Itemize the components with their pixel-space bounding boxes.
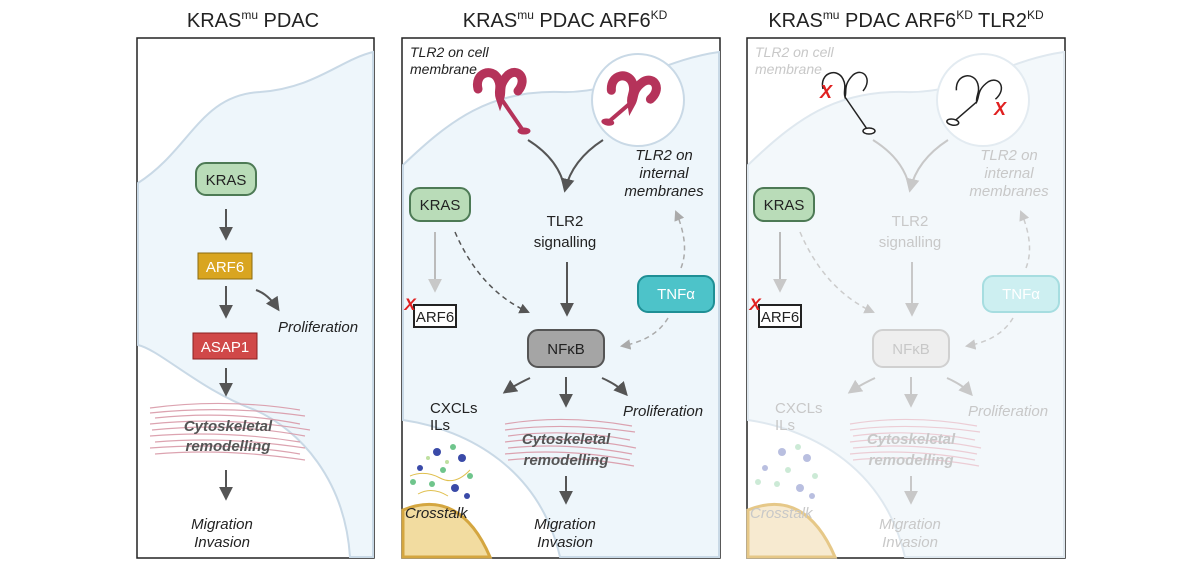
arrow-tnfa-nfkb-2 [619, 317, 669, 350]
kras-label-1: KRAS [206, 172, 247, 189]
tnfa-node-2 [637, 275, 715, 313]
actin-filaments-1 [149, 402, 311, 461]
arrow-nfkb-cxcl-3 [847, 377, 876, 394]
knockout-mark-arf6-3: X [748, 295, 762, 314]
cxcls-label-3: CXCLs [775, 400, 823, 417]
tlr2-sig-label-2a: TLR2 [547, 213, 584, 230]
nfkb-node-3 [872, 329, 950, 368]
arf6-label-2: ARF6 [416, 309, 454, 326]
invasion-label-3: Invasion [882, 534, 938, 551]
invasion-label-1: Invasion [194, 534, 250, 551]
nfkb-label-2: NFκB [547, 341, 585, 358]
nfkb-label-3: NFκB [892, 341, 930, 358]
arrow-nfkb-prolif-2 [601, 377, 628, 397]
nfkb-node-2 [527, 329, 605, 368]
kras-node-3 [753, 187, 815, 222]
arrow-nfkb-cxcl-2 [502, 377, 531, 394]
arrow-kras-nfkb-2 [454, 231, 530, 314]
arrow-nfkb-prolif-3 [946, 377, 973, 397]
tlr2-int-label-3b: internal [984, 165, 1034, 182]
ils-label-3: ILs [775, 417, 795, 434]
panel-2: KRASmu PDAC ARF6KD TLR2 on cell membrane… [401, 8, 721, 559]
knockout-mark-tlr2-int: X [993, 99, 1007, 119]
proliferation-label-2: Proliferation [623, 403, 703, 420]
invasion-label-2: Invasion [537, 534, 593, 551]
nucleus-2 [401, 502, 493, 559]
actin-filaments-3 [849, 418, 982, 467]
migration-label-2: Migration [534, 516, 596, 533]
arf6-node-2 [413, 304, 457, 328]
kras-node-2 [409, 187, 471, 222]
arf6-label-3: ARF6 [761, 309, 799, 326]
cyto-label-3a: Cytoskeletal [867, 431, 956, 448]
endosome-3 [936, 53, 1030, 147]
proliferation-label-1: Proliferation [278, 319, 358, 336]
tlr2-sig-label-3b: signalling [879, 234, 942, 251]
tlr2-int-label-3a: TLR2 on [980, 147, 1038, 164]
actin-filaments-2 [504, 418, 637, 467]
crosstalk-label-2: Crosstalk [405, 505, 469, 522]
tlr2-sig-label-3a: TLR2 [892, 213, 929, 230]
proliferation-label-3: Proliferation [968, 403, 1048, 420]
tlr2-receptor-internal-3-outline [946, 75, 1003, 127]
tlr2-cell-label-3a: TLR2 on cell [755, 44, 834, 60]
tlr2-cell-label-3b: membrane [755, 61, 822, 77]
cytokine-dots-2 [409, 444, 473, 499]
cyto-label-1b: remodelling [185, 438, 270, 455]
panel-1: KRASmu PDAC KRAS ARF6 Proliferation ASAP… [136, 8, 375, 559]
arrow-tnfa-nfkb-3 [964, 317, 1014, 350]
cyto-label-3b: remodelling [868, 452, 953, 469]
panel-1-title: KRASmu PDAC [187, 8, 319, 32]
tlr2-cell-label-2b: membrane [410, 61, 477, 77]
tnfa-node-3 [982, 275, 1060, 313]
ils-label-2: ILs [430, 417, 450, 434]
kras-node-1 [195, 162, 257, 196]
kras-label-3: KRAS [764, 197, 805, 214]
arf6-node-3 [758, 304, 802, 328]
knockout-mark-arf6-2: X [403, 295, 417, 314]
tlr2-int-label-2c: membranes [624, 183, 704, 200]
cxcls-label-2: CXCLs [430, 400, 478, 417]
tlr2-receptor-cell-3-outline [821, 71, 876, 135]
asap1-node [192, 332, 258, 360]
arf6-node-1 [197, 252, 253, 280]
asap1-label: ASAP1 [201, 339, 249, 356]
knockout-mark-tlr2-cell: X [819, 82, 833, 102]
panel-2-title: KRASmu PDAC ARF6KD [463, 8, 668, 32]
cytokine-dots-3 [755, 444, 818, 499]
tlr2-int-label-3c: membranes [969, 183, 1049, 200]
arrow-tnfa-internal-2 [674, 210, 686, 269]
arrow-tlr2-merge-right [560, 139, 604, 193]
nucleus-3 [746, 502, 838, 559]
kras-label-2: KRAS [420, 197, 461, 214]
arrow-tnfa-internal-3 [1019, 210, 1031, 269]
arrow-arf6-proliferation [255, 289, 280, 312]
arf6-label-1: ARF6 [206, 259, 244, 276]
cyto-label-1a: Cytoskeletal [184, 418, 273, 435]
tnfa-label-2: TNFα [657, 286, 695, 303]
panel-3-title: KRASmu PDAC ARF6KD TLR2KD [768, 8, 1044, 32]
tlr2-cell-label-2a: TLR2 on cell [410, 44, 489, 60]
cyto-label-2a: Cytoskeletal [522, 431, 611, 448]
tlr2-int-label-2b: internal [639, 165, 689, 182]
arrow-tlr2-merge-right-3 [905, 139, 949, 193]
tlr2-receptor-internal-2 [601, 71, 661, 126]
arrow-kras-nfkb-3 [799, 231, 875, 314]
tlr2-int-label-2a: TLR2 on [635, 147, 693, 164]
tlr2-sig-label-2b: signalling [534, 234, 597, 251]
panel-3: KRASmu PDAC ARF6KD TLR2KD TLR2 on cell m… [746, 8, 1066, 559]
migration-label-1: Migration [191, 516, 253, 533]
tlr2-receptor-cell-2 [472, 67, 531, 135]
cyto-label-2b: remodelling [523, 452, 608, 469]
endosome-2 [591, 53, 685, 147]
tnfa-label-3: TNFα [1002, 286, 1040, 303]
crosstalk-label-3: Crosstalk [750, 505, 814, 522]
migration-label-3: Migration [879, 516, 941, 533]
